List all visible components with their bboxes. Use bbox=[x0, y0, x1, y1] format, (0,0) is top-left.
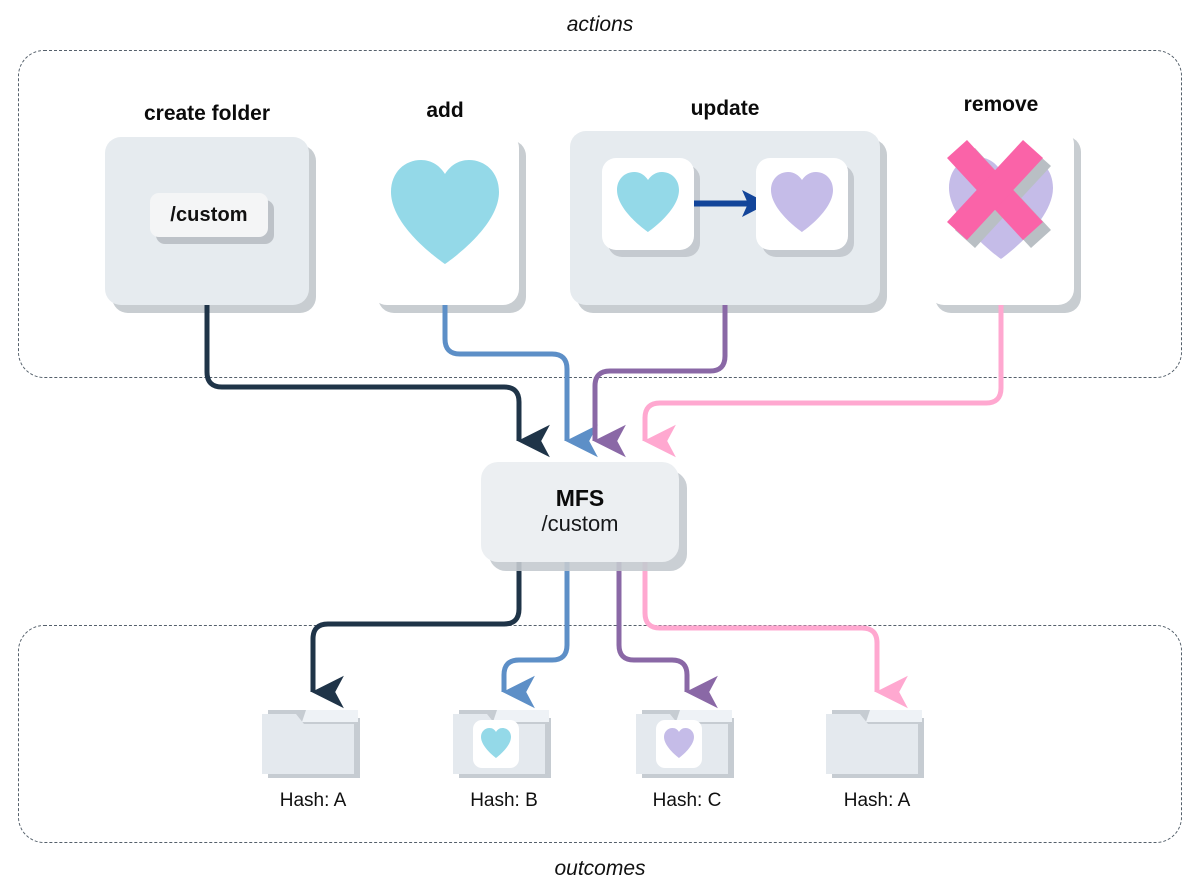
update-after-tile bbox=[756, 158, 848, 250]
outcome-label: Hash: A bbox=[279, 790, 347, 811]
action-card-update[interactable] bbox=[570, 131, 880, 305]
outcome-label: Hash: B bbox=[470, 790, 538, 811]
mfs-title: MFS bbox=[555, 484, 605, 511]
wire-remove-to-mfs bbox=[642, 305, 1004, 458]
heart-icon-before bbox=[617, 172, 679, 232]
outcome-hash-a-2[interactable]: Hash: A bbox=[802, 702, 952, 812]
outcomes-group-box bbox=[18, 625, 1182, 843]
action-title-update: update bbox=[690, 97, 760, 120]
heart-icon bbox=[391, 160, 499, 264]
action-title-create-folder: create folder bbox=[143, 102, 271, 125]
cross-icon bbox=[947, 140, 1051, 248]
mfs-node[interactable]: MFS /custom bbox=[481, 462, 679, 562]
actions-group-caption: actions bbox=[566, 13, 634, 36]
folder-icon-empty-2 bbox=[822, 702, 932, 782]
outcome-hash-a-1[interactable]: Hash: A bbox=[238, 702, 388, 812]
actions-group-box bbox=[18, 50, 1182, 378]
action-card-remove[interactable] bbox=[928, 128, 1074, 305]
outcomes-group-caption: outcomes bbox=[554, 857, 646, 880]
wire-mfs-to-outcome-a bbox=[310, 562, 522, 709]
folder-icon-with-heart-blue bbox=[449, 702, 559, 782]
wire-add-to-mfs bbox=[442, 305, 598, 458]
outcome-label: Hash: A bbox=[843, 790, 911, 811]
action-card-add[interactable] bbox=[371, 132, 519, 305]
wire-mfs-to-outcome-d bbox=[642, 562, 908, 709]
update-arrow-icon bbox=[694, 190, 768, 217]
outcome-hash-c[interactable]: Hash: C bbox=[612, 702, 762, 812]
outcome-hash-b[interactable]: Hash: B bbox=[429, 702, 579, 812]
heart-icon-after bbox=[771, 172, 833, 232]
action-title-add: add bbox=[426, 99, 464, 122]
outcome-label: Hash: C bbox=[652, 790, 722, 811]
wire-mfs-to-outcome-b bbox=[501, 562, 570, 709]
custom-path-chip[interactable]: /custom bbox=[150, 193, 268, 237]
update-before-tile bbox=[602, 158, 694, 250]
action-title-remove: remove bbox=[963, 93, 1039, 116]
action-card-create-folder[interactable]: /custom bbox=[105, 137, 309, 305]
folder-icon-empty-1 bbox=[258, 702, 368, 782]
wire-mfs-to-outcome-c bbox=[616, 562, 718, 709]
wire-update-to-mfs bbox=[592, 305, 728, 458]
wire-create-folder-to-mfs bbox=[204, 305, 550, 458]
folder-icon-with-heart-purple bbox=[632, 702, 742, 782]
mfs-path: /custom bbox=[541, 511, 619, 537]
